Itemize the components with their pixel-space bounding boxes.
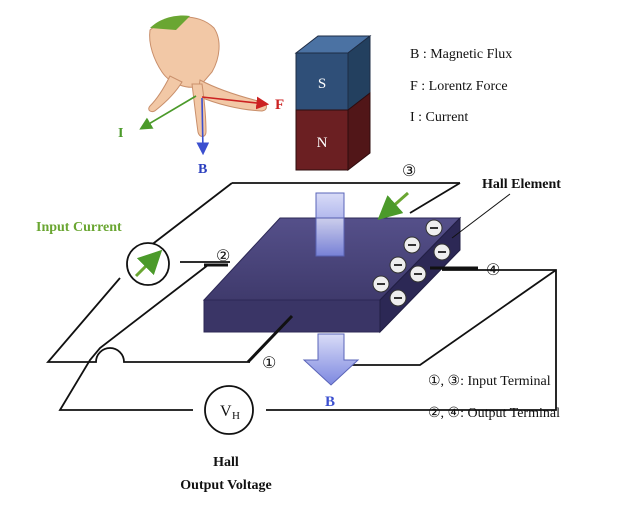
- legend-output-terminal: ②, ④: Output Terminal: [428, 406, 560, 421]
- hand-i-label: I: [118, 126, 123, 141]
- output-label-line2: Output Voltage: [180, 478, 271, 493]
- terminal-stubs: [204, 263, 478, 364]
- electron-6: [372, 275, 390, 293]
- ammeter: [126, 242, 170, 286]
- electron-5: [409, 265, 427, 283]
- hand-f-label: F: [275, 97, 284, 113]
- circuit-wires: [46, 182, 557, 411]
- legend-magnetic-flux: B : Magnetic Flux: [410, 47, 513, 62]
- terminal-2-label: ②: [216, 248, 230, 265]
- input-current-label: Input Current: [36, 220, 122, 235]
- voltmeter: V H: [204, 385, 254, 435]
- terminal-3-label: ③: [402, 163, 416, 180]
- input-current-arrow: [377, 191, 409, 220]
- legend-input-terminal: ①, ③: Input Terminal: [428, 374, 551, 389]
- current-arrow: [139, 95, 197, 130]
- output-label-line1: Hall: [213, 455, 239, 470]
- hand-b-label: B: [198, 162, 207, 177]
- legend-current: I : Current: [410, 110, 469, 125]
- hand-illustration: F I B: [118, 15, 284, 177]
- hall-element-label: Hall Element: [482, 177, 561, 192]
- electron-1: [425, 219, 443, 237]
- magnet-north-label: N: [317, 135, 328, 151]
- flux-arrow-down: [302, 333, 360, 386]
- electron-4: [389, 256, 407, 274]
- flux-label: B: [325, 394, 335, 410]
- terminal-4-label: ④: [486, 262, 500, 279]
- electron-3: [433, 243, 451, 261]
- electron-2: [403, 236, 421, 254]
- magnet-south-label: S: [318, 76, 326, 92]
- hall-element-leader: [451, 193, 511, 239]
- electron-charges: [372, 219, 451, 307]
- electron-7: [389, 289, 407, 307]
- flux-arrow-hand: [196, 97, 210, 156]
- voltmeter-v: V: [220, 403, 232, 420]
- force-arrow: [201, 96, 270, 110]
- terminal-1-label: ①: [262, 355, 276, 372]
- permanent-magnet: S N: [294, 34, 372, 172]
- voltmeter-sub: H: [232, 410, 240, 422]
- hall-element: [202, 216, 462, 334]
- legend-lorentz-force: F : Lorentz Force: [410, 79, 508, 94]
